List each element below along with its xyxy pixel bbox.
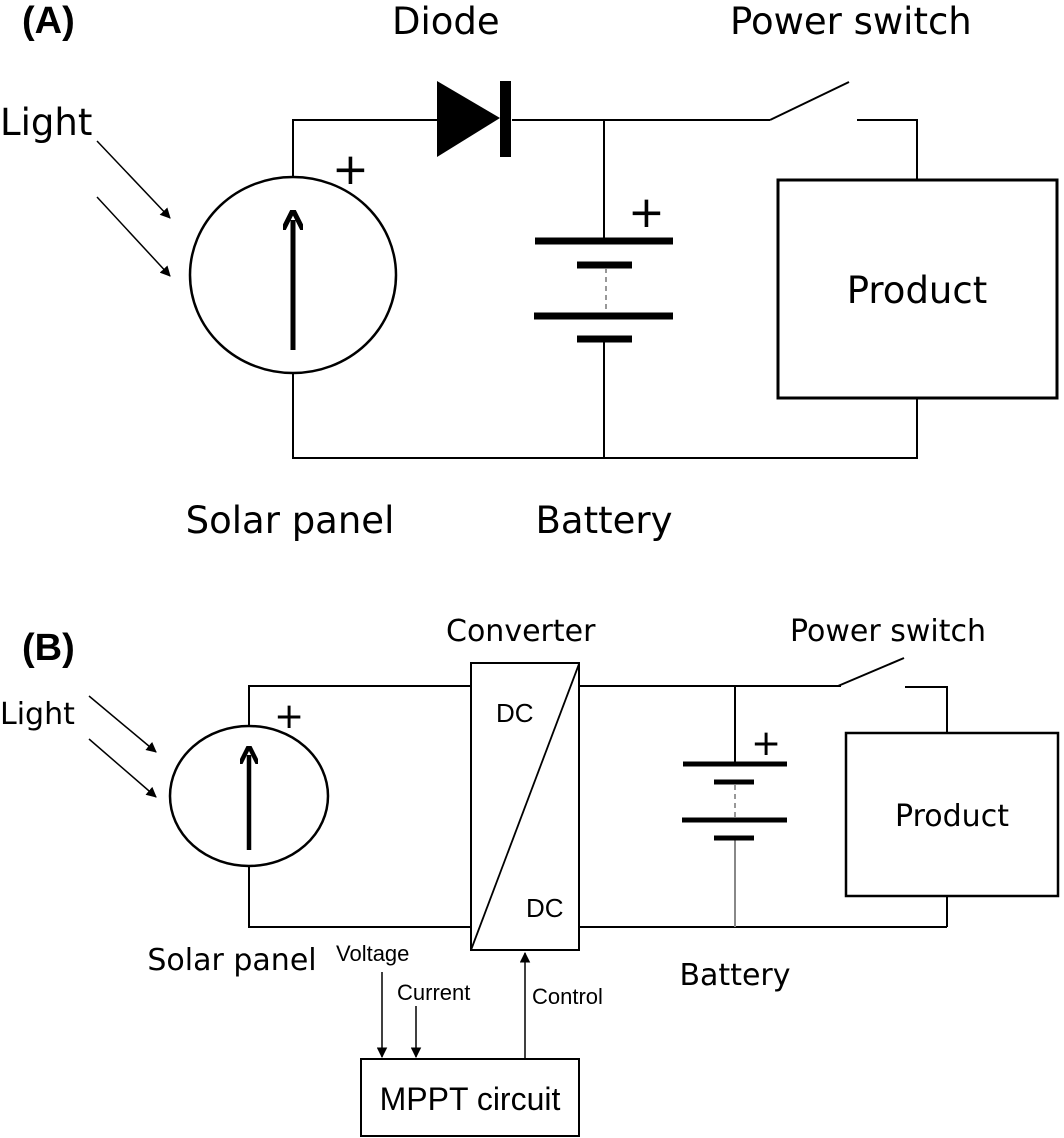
mppt-circuit-box xyxy=(360,1058,580,1137)
solar-panel-icon xyxy=(188,175,398,375)
battery-icon xyxy=(534,237,673,343)
panel-a: (A) Light Diode Power switch xyxy=(0,0,1059,542)
mppt-circuit-label: MPPT circuit xyxy=(380,1081,561,1117)
diode-icon xyxy=(437,81,511,157)
solar-panel-label: Solar panel xyxy=(186,499,395,542)
battery-label: Battery xyxy=(679,958,790,993)
light-arrows-icon xyxy=(96,140,171,277)
product-box xyxy=(776,178,1059,400)
panel-a-tag: (A) xyxy=(22,0,75,42)
diode-label: Diode xyxy=(392,0,500,43)
wires xyxy=(292,119,918,459)
battery-polarity-plus: + xyxy=(751,723,781,764)
converter-input-label: DC xyxy=(496,698,534,728)
battery-polarity-plus: + xyxy=(628,187,665,238)
converter-output-label: DC xyxy=(526,893,564,923)
light-label: Light xyxy=(0,697,75,732)
control-label: Control xyxy=(532,984,603,1009)
wires xyxy=(248,685,948,928)
power-switch-icon xyxy=(837,657,905,687)
power-switch-icon xyxy=(769,81,850,121)
converter-label: Converter xyxy=(446,614,596,649)
solar-polarity-plus: + xyxy=(332,144,369,195)
power-switch-label: Power switch xyxy=(730,0,972,43)
solar-panel-label: Solar panel xyxy=(147,943,316,978)
panel-b: (B) Light Converter Power switch + xyxy=(0,614,1060,1137)
current-label: Current xyxy=(397,980,470,1005)
signal-arrows xyxy=(376,951,531,1059)
panel-b-tag: (B) xyxy=(22,627,75,669)
light-arrows-icon xyxy=(88,695,157,798)
product-label: Product xyxy=(847,269,987,312)
power-switch-label: Power switch xyxy=(790,614,986,649)
battery-label: Battery xyxy=(536,499,673,542)
dc-dc-converter-icon xyxy=(470,662,580,951)
product-label: Product xyxy=(895,799,1009,834)
light-label: Light xyxy=(0,101,92,144)
battery-icon xyxy=(682,761,787,841)
solar-panel-icon xyxy=(168,724,330,868)
voltage-label: Voltage xyxy=(336,941,409,966)
product-box xyxy=(844,731,1060,898)
solar-polarity-plus: + xyxy=(274,696,304,737)
